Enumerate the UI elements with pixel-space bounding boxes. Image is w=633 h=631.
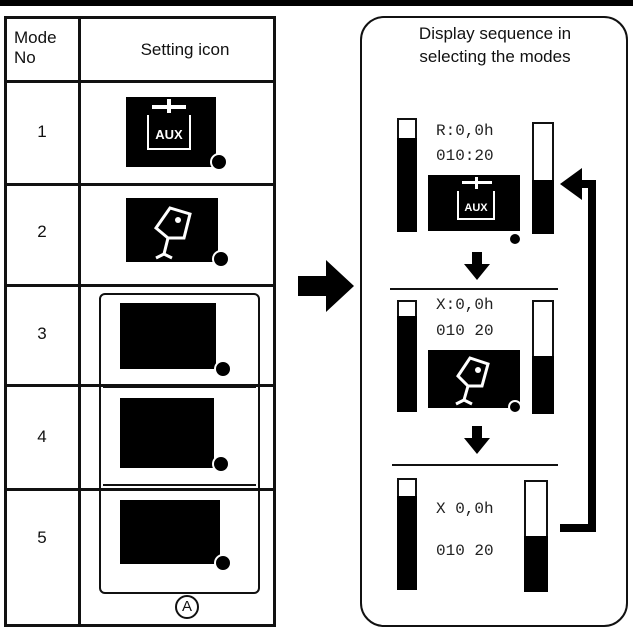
user-icon-group (99, 293, 260, 594)
level-bar-fill (397, 496, 417, 590)
screen-3-line2: 010 20 (436, 542, 494, 560)
screen-2-line1: X:0,0h (436, 296, 494, 314)
mode-no-header-line2: No (14, 48, 36, 67)
return-arrow-icon (560, 168, 596, 532)
blank-icon (120, 303, 216, 369)
sequence-title: Display sequence in selecting the modes (365, 22, 625, 68)
screen-1-line1: R:0,0h (436, 122, 494, 140)
right-arrow-icon (298, 260, 354, 312)
blank-icon (120, 500, 220, 564)
group-divider (103, 386, 256, 388)
level-bar-fill (397, 138, 417, 232)
aux-icon: AUX (428, 175, 520, 231)
top-border (0, 0, 633, 6)
info-badge-icon (214, 554, 232, 572)
down-arrow-icon (464, 426, 490, 454)
mode-no-header-line1: Mode (14, 28, 57, 47)
down-arrow-icon (464, 252, 490, 280)
header-divider (4, 80, 276, 83)
info-badge-icon (212, 455, 230, 473)
mode-no-4: 4 (37, 427, 47, 446)
mode-no-5: 5 (37, 528, 47, 547)
mode-no-2: 2 (37, 222, 47, 241)
screen-1-line2: 010:20 (436, 147, 494, 165)
row-divider (4, 488, 276, 491)
screen-2-line2: 010 20 (436, 322, 494, 340)
row-divider (4, 284, 276, 287)
level-bar-fill (532, 356, 554, 414)
aux-icon-label: AUX (155, 127, 183, 142)
sequence-panel (360, 16, 628, 627)
hand-bag-icon (428, 350, 520, 408)
row-divider (4, 183, 276, 186)
hand-bag-icon (126, 198, 218, 262)
sequence-title-line2: selecting the modes (419, 47, 571, 66)
mode-no-1: 1 (37, 122, 47, 141)
group-divider (103, 484, 256, 486)
screen-3-line1: X 0,0h (436, 500, 494, 518)
info-badge-icon (210, 153, 228, 171)
mode-no-header: Mode No (14, 28, 64, 68)
group-a-label: A (175, 595, 199, 619)
mode-no-3: 3 (37, 324, 47, 343)
info-badge-icon (212, 250, 230, 268)
level-bar-fill (397, 316, 417, 412)
info-badge-icon (508, 400, 522, 414)
row-divider (4, 384, 276, 387)
level-bar-fill (532, 180, 554, 234)
screen-divider (392, 464, 558, 466)
screen-aux-label: AUX (464, 202, 488, 214)
sequence-title-line1: Display sequence in (418, 24, 572, 43)
level-bar-fill (524, 536, 548, 592)
aux-icon: AUX (126, 97, 216, 167)
table-column-divider (78, 16, 81, 627)
info-badge-icon (214, 360, 232, 378)
mode-table (4, 16, 276, 627)
setting-icon-header: Setting icon (140, 40, 230, 59)
blank-icon (120, 398, 214, 468)
info-badge-icon (508, 232, 522, 246)
screen-divider (390, 288, 558, 290)
aux-symbol: AUX (147, 99, 191, 150)
